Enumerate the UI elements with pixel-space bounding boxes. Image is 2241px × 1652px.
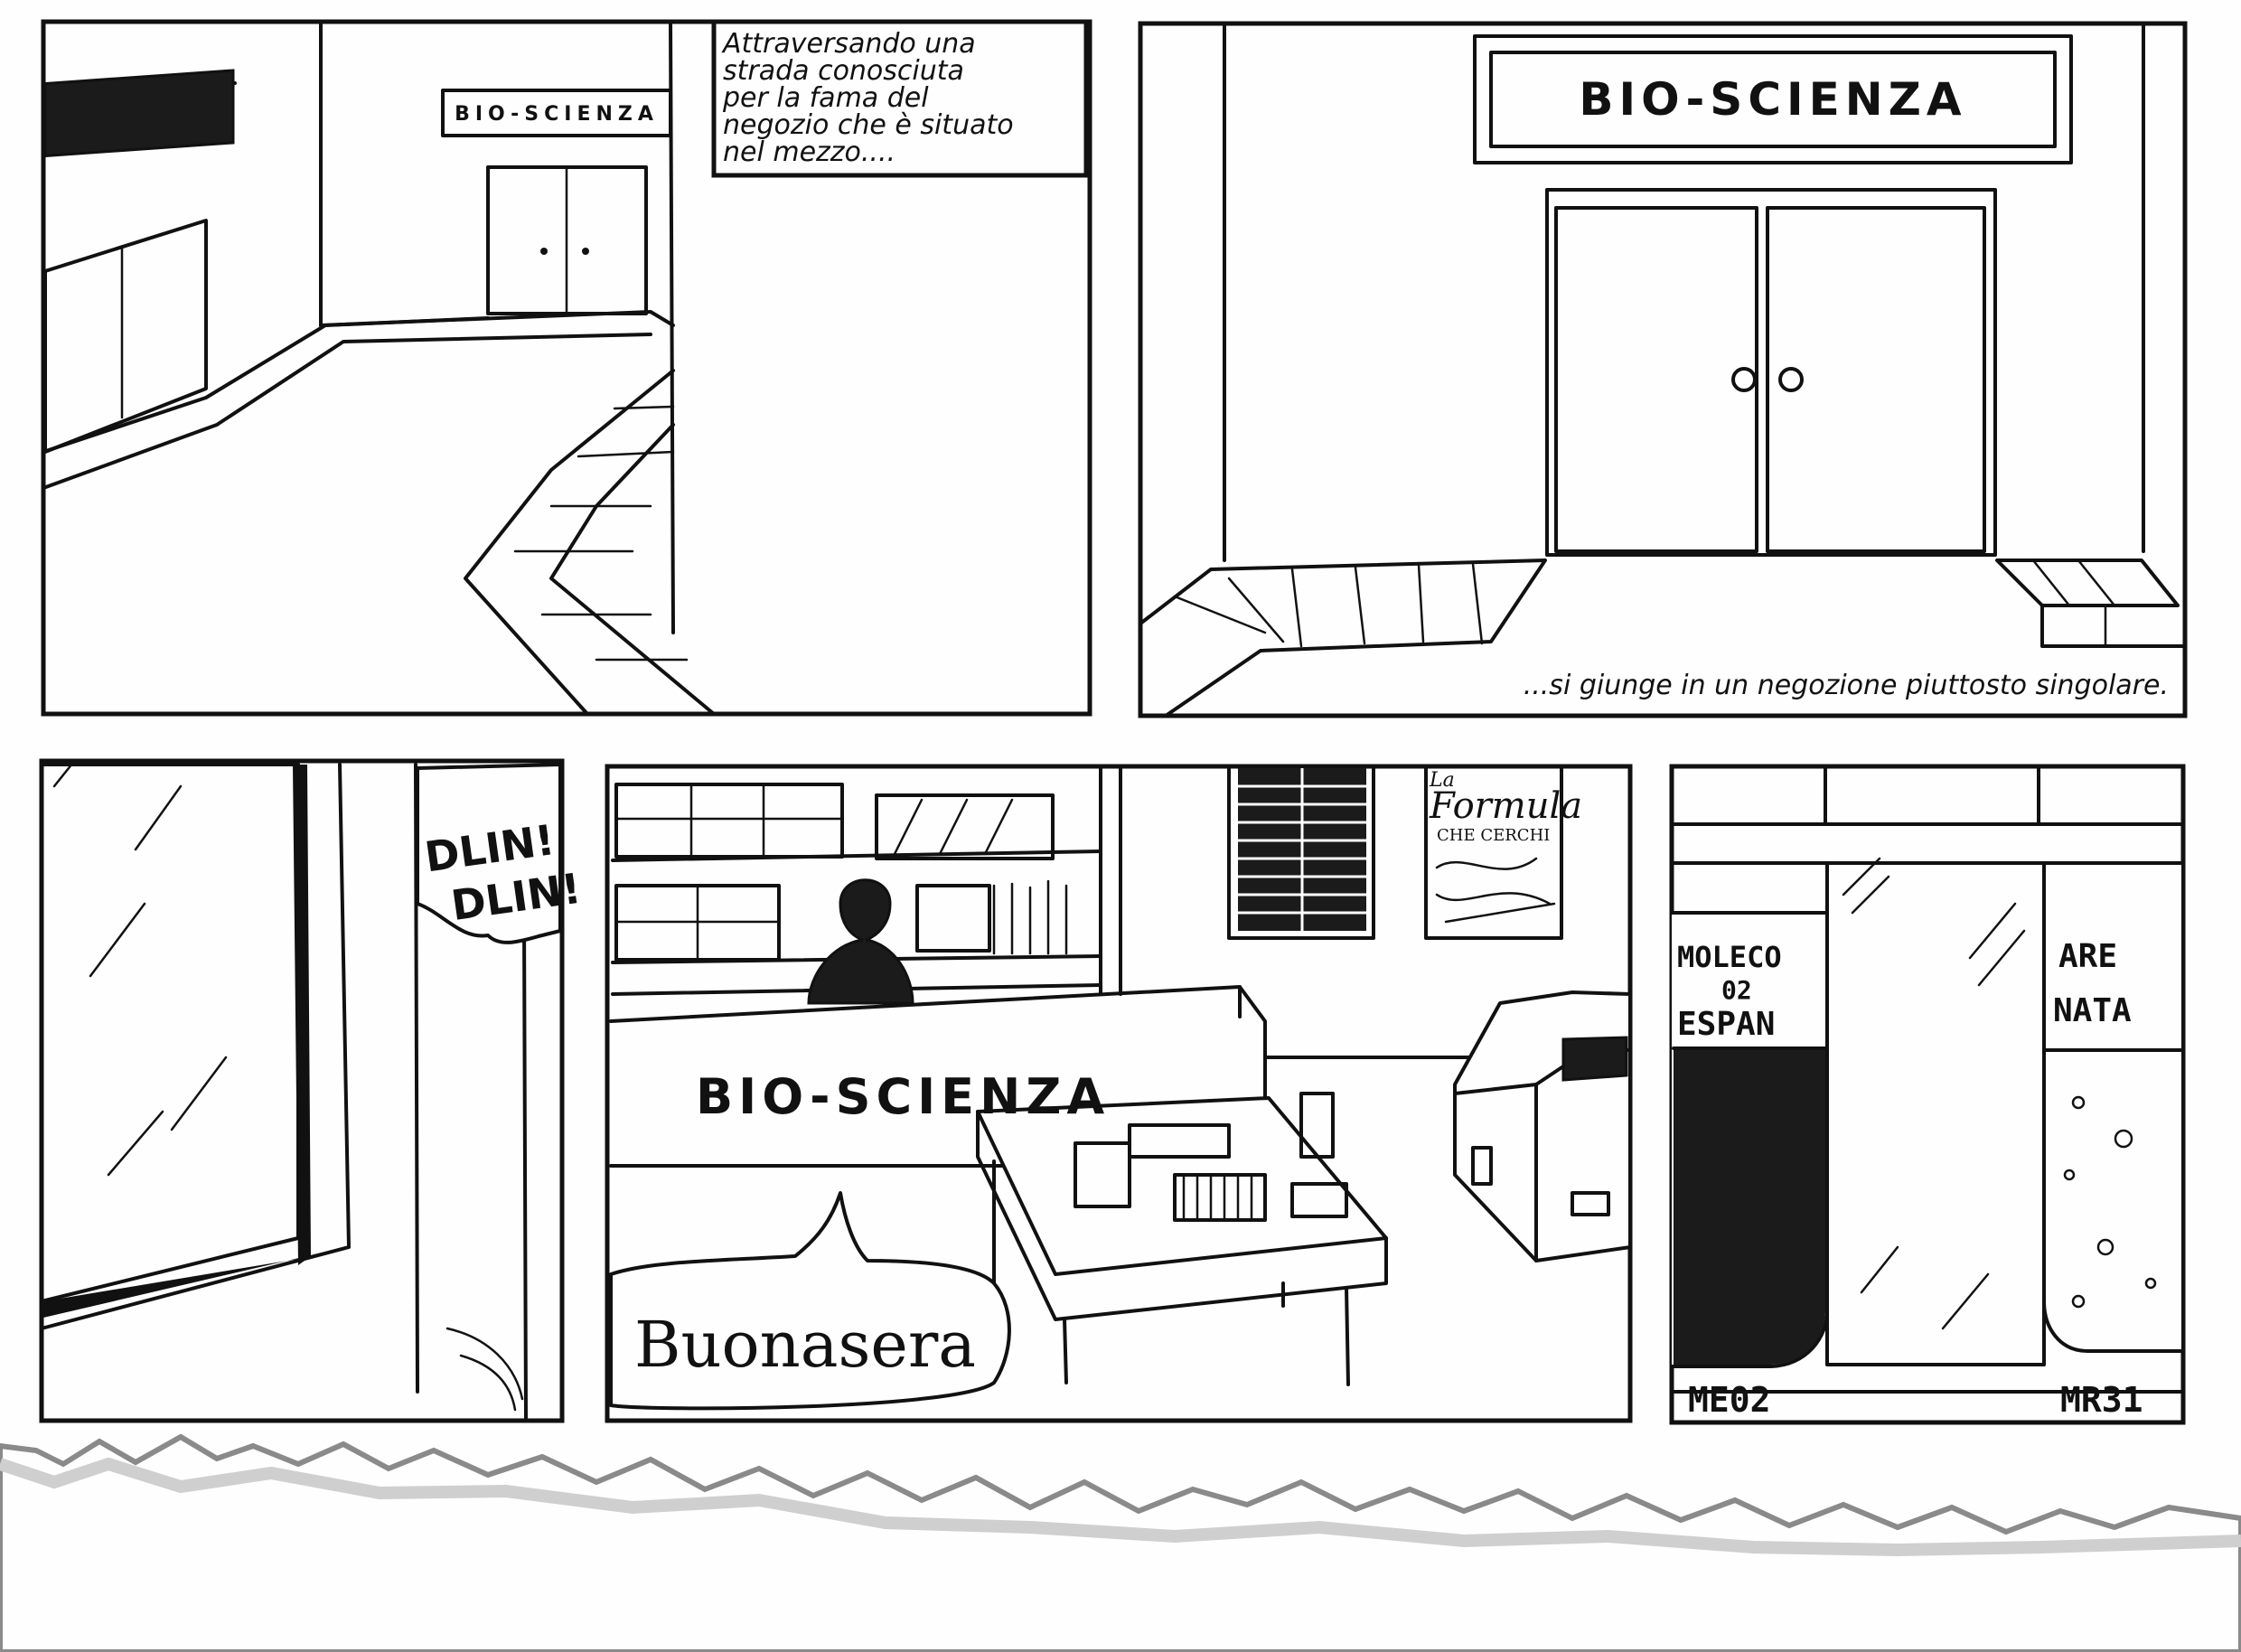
panel1-caption-line-4: negozio che è situato	[723, 109, 1014, 141]
panel5-right-sign-line-2: NATA	[2053, 992, 2132, 1029]
panel4-poster-line-3: CHE CERCHI	[1437, 826, 1550, 845]
panel-street: BIO-SCIENZA	[41, 19, 1092, 717]
panel4-counter-sign: BIO-SCIENZA	[696, 1068, 1110, 1125]
panel1-caption-line-5: nel mezzo....	[723, 136, 895, 168]
torn-paper-edge	[0, 1433, 2241, 1652]
panel1-caption-line-1: Attraversando una	[721, 28, 976, 60]
panel-product-shelf	[1669, 764, 2186, 1425]
panel-door-bell	[39, 758, 565, 1423]
panel2-shop-sign: BIO-SCIENZA	[1579, 73, 1966, 126]
panel5-left-sign-line-3: ESPAN	[1677, 1006, 1775, 1043]
panel-shop-front	[1138, 21, 2188, 718]
panel1-shop-sign: BIO-SCIENZA	[455, 103, 659, 126]
panel-shop-interior	[605, 764, 1633, 1423]
panel1-caption-line-2: strada conosciuta	[723, 55, 964, 87]
panel5-label-left: ME02	[1688, 1380, 1771, 1420]
panel5-label-right: MR31	[2060, 1380, 2143, 1420]
panel4-poster-line-1: La	[1429, 769, 1455, 792]
panel5-right-sign-line-1: ARE	[2058, 938, 2117, 975]
panel5-left-sign-line-1: MOLECO	[1677, 940, 1782, 974]
panel1-caption-line-3: per la fama del	[722, 82, 929, 114]
panel4-speech: Buonasera	[634, 1308, 976, 1382]
panel4-poster-line-2: Formula	[1429, 785, 1582, 827]
panel5-left-sign-line-2: 02	[1721, 975, 1752, 1005]
panel2-caption: ...si giunge in un negozione piuttosto s…	[1524, 670, 2169, 701]
